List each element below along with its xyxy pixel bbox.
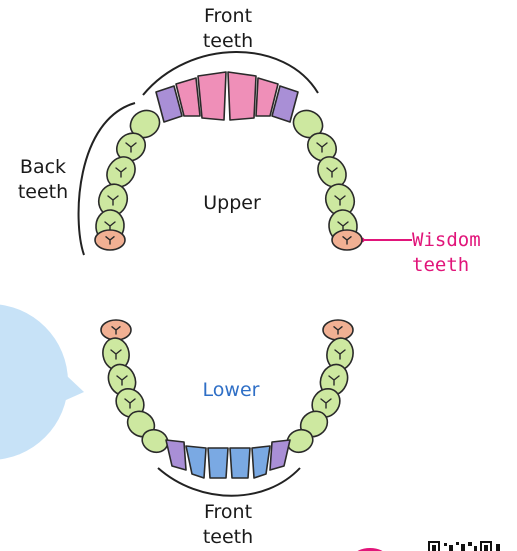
lower-incisor [186,446,206,478]
qr-code-icon [428,541,500,551]
lower-incisor [208,448,228,478]
upper-incisor [198,72,226,120]
speech-bubble-icon [0,304,84,460]
lower-incisor [230,448,250,478]
lower-incisor [252,446,270,478]
teeth [94,72,362,478]
front-teeth-label-bottom: Front teeth [188,500,268,550]
wisdom-teeth-label: Wisdom teeth [412,228,512,278]
front-teeth-bracket-bottom [158,468,300,496]
wisdom-pointer [360,238,413,243]
lower-canine [270,440,290,470]
back-teeth-label: Back teeth [8,155,78,205]
front-teeth-label-top: Front teeth [190,4,266,54]
upper-label: Upper [190,191,274,216]
upper-incisor [228,72,256,120]
lower-canine [166,440,186,470]
lower-label: Lower [186,378,276,403]
